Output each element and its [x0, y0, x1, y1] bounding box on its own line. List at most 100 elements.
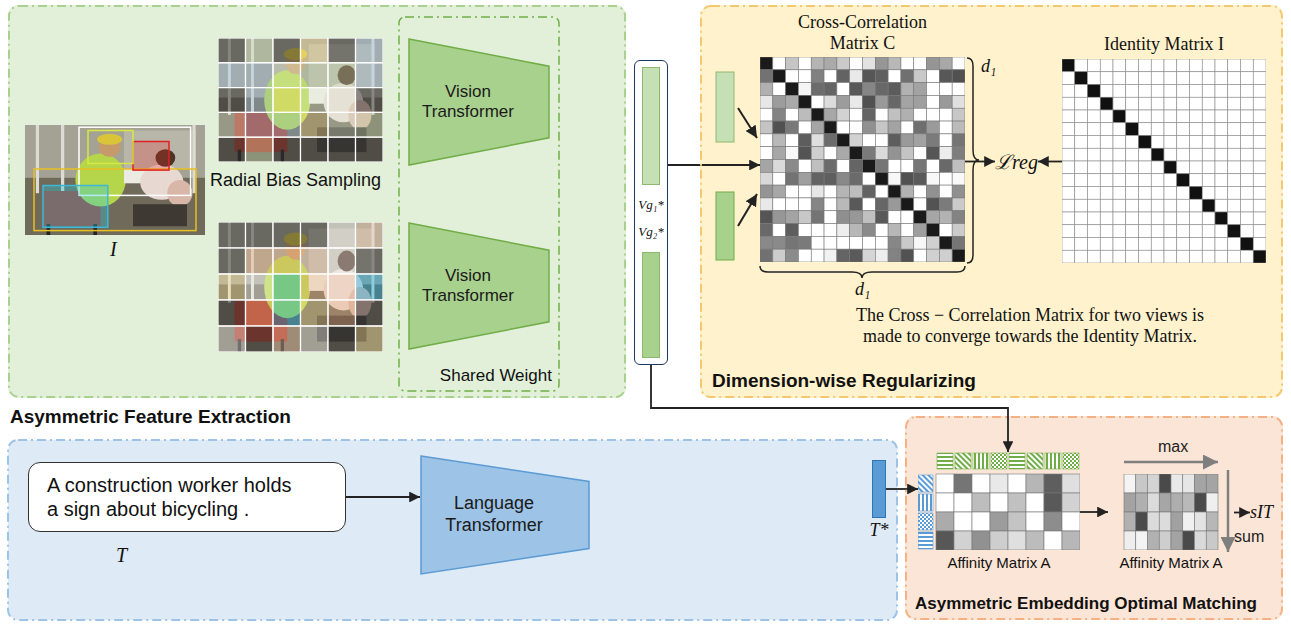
matrix-cell	[888, 211, 901, 224]
matrix-cell	[1100, 173, 1113, 186]
sample-cell	[328, 300, 356, 326]
matrix-cell	[1206, 493, 1218, 512]
text-embedding: T*	[868, 460, 890, 541]
matrix-cell	[1206, 474, 1218, 493]
feature-symbol: Vg₂*	[638, 225, 663, 239]
matrix-cell	[1215, 199, 1228, 212]
matrix-cell	[939, 160, 952, 173]
transformer-shape	[409, 223, 549, 349]
matrix-cell	[760, 198, 773, 211]
sample-cell	[218, 112, 246, 137]
matrix-cell	[1228, 110, 1241, 123]
matrix-cell	[824, 250, 837, 263]
loss-symbol: ℒreg	[995, 148, 1038, 175]
matrix-cell	[1075, 224, 1088, 237]
matrix-cell	[837, 147, 850, 160]
matrix-cell	[1164, 186, 1177, 199]
matrix-cell	[1202, 135, 1215, 148]
sample-cell	[246, 112, 274, 137]
matrix-cell	[1253, 173, 1266, 186]
matrix-cell	[888, 57, 901, 70]
matrix-cell	[1126, 122, 1139, 135]
sample-cell	[218, 274, 246, 300]
matrix-cell	[1171, 493, 1183, 512]
matrix-cell	[1100, 161, 1113, 174]
matrix-cell	[1183, 512, 1195, 531]
matrix-cell	[901, 134, 914, 147]
matrix-cell	[952, 147, 965, 160]
detection-box	[43, 186, 108, 228]
matrix-cell	[1139, 237, 1152, 250]
matrix-cell	[952, 83, 965, 96]
matrix-cell	[1183, 493, 1195, 512]
sample-cell	[328, 63, 356, 88]
matrix-cell	[936, 531, 954, 550]
matrix-cell	[773, 96, 786, 109]
matrix-cell	[760, 121, 773, 134]
matrix-cell	[811, 160, 824, 173]
matrix-cell	[952, 121, 965, 134]
sample-cell	[328, 326, 356, 352]
matrix-cell	[1164, 71, 1177, 84]
matrix-cell	[1113, 250, 1126, 263]
embedding-symbol: T*	[869, 520, 888, 541]
matrix-cell	[1202, 237, 1215, 250]
matrix-cell	[952, 186, 965, 199]
dimension-brace	[760, 266, 965, 278]
matrix-cell	[1190, 237, 1203, 250]
sample-cell	[328, 88, 356, 113]
matrix-title: Cross-Correlation Matrix C	[778, 12, 948, 53]
dimension-brace	[967, 58, 979, 263]
matrix-cell	[1195, 512, 1207, 531]
matrix-cell	[1206, 512, 1218, 531]
matrix-cell	[1202, 250, 1215, 263]
matrix-cell	[1100, 186, 1113, 199]
matrix-cell	[1062, 97, 1075, 110]
sample-cell	[246, 274, 274, 300]
matrix-cell	[850, 160, 863, 173]
matrix-cell	[1088, 199, 1101, 212]
matrix-cell	[1062, 493, 1080, 512]
sample-cell	[218, 222, 246, 248]
matrix-cell	[914, 224, 927, 237]
matrix-cell	[914, 211, 927, 224]
matrix-cell	[875, 109, 888, 122]
matrix-cell	[1253, 84, 1266, 97]
matrix-cell	[798, 173, 811, 186]
matrix-cell	[1100, 250, 1113, 263]
matrix-cell	[1139, 161, 1152, 174]
matrix-cell	[888, 96, 901, 109]
matrix-cell	[773, 134, 786, 147]
matrix-cell	[837, 57, 850, 70]
matrix-cell	[1100, 199, 1113, 212]
matrix-cell	[1088, 161, 1101, 174]
embedding-bar	[872, 460, 886, 518]
matrix-cell	[1253, 224, 1266, 237]
matrix-cell	[1151, 186, 1164, 199]
matrix-cell	[786, 198, 799, 211]
matrix-cell	[1139, 148, 1152, 161]
matrix-cell	[1151, 135, 1164, 148]
matrix-cell	[1026, 512, 1044, 531]
sample-cell	[273, 112, 301, 137]
matrix-cell	[811, 250, 824, 263]
matrix-cell	[798, 198, 811, 211]
matrix-cell	[1190, 186, 1203, 199]
detection-box	[88, 131, 133, 164]
matrix-cell	[798, 109, 811, 122]
matrix-cell	[1151, 161, 1164, 174]
sample-cell	[273, 222, 301, 248]
matrix-cell	[1113, 186, 1126, 199]
matrix-cell	[914, 134, 927, 147]
matrix-cell	[1139, 110, 1152, 123]
matrix-cell	[824, 121, 837, 134]
module-label: Vision Transformer	[418, 82, 518, 123]
affinity-matrix: Affinity Matrix A	[1108, 474, 1234, 571]
dimension-label: d₁	[981, 56, 996, 77]
sample-cell	[356, 248, 384, 274]
matrix-cell	[1177, 173, 1190, 186]
view-feature	[716, 72, 734, 142]
matrix-cell	[760, 70, 773, 83]
matrix-cell	[850, 83, 863, 96]
matrix-cell	[1113, 110, 1126, 123]
